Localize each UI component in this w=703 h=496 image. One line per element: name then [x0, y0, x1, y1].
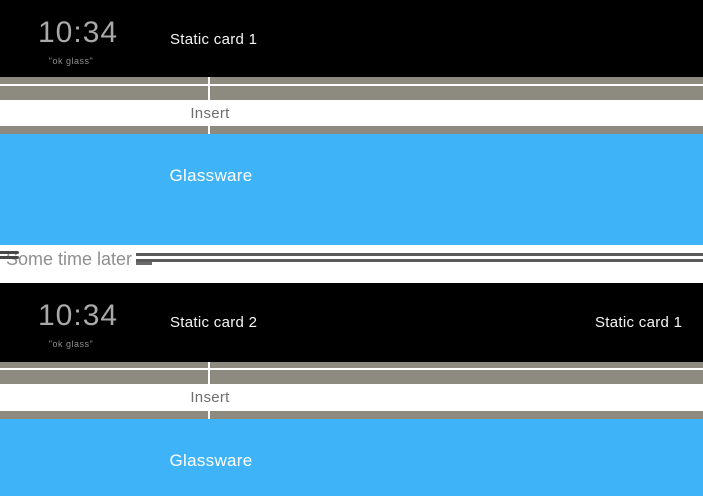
insert-row-1: Insert [0, 100, 703, 126]
insert-label: Insert [190, 105, 230, 122]
static-card-1-label: Static card 1 [170, 31, 258, 48]
time-divider-label: Some time later [6, 249, 133, 269]
timeline-track [0, 126, 703, 134]
glassware-section-1: Glassware [0, 134, 703, 245]
glassware-section-2: Glassware [0, 419, 703, 496]
timeline-track [0, 370, 703, 384]
timeline-track [0, 411, 703, 419]
timeline-strip-1: 10:34 "ok glass" Static card 1 [0, 0, 703, 77]
timeline-state-2: 10:34 "ok glass" Static card 2 Static ca… [0, 283, 703, 496]
static-card-2-label: Static card 2 [170, 314, 258, 331]
timeline-state-1: 10:34 "ok glass" Static card 1 Insert Gl… [0, 0, 703, 245]
ok-glass-hotword: "ok glass" [48, 56, 94, 66]
divider-left-lines [0, 251, 19, 261]
divider-line [0, 368, 703, 370]
static-card-1-label: Static card 1 [595, 314, 683, 331]
divider-line [0, 84, 703, 86]
insert-label: Insert [190, 389, 230, 406]
glassware-label: Glassware [169, 166, 253, 185]
divider-dash [136, 262, 152, 265]
clock-time: 10:34 [38, 299, 119, 332]
timeline-track-edge [0, 77, 703, 84]
divider-right-lines [136, 253, 703, 265]
time-divider: Some time later [0, 245, 703, 283]
timeline-track-edge [0, 362, 703, 368]
clock-card: 10:34 "ok glass" [38, 16, 119, 67]
timeline-track [0, 86, 703, 100]
insert-row-2: Insert [0, 384, 703, 411]
ok-glass-hotword: "ok glass" [48, 339, 94, 349]
timeline-strip-2: 10:34 "ok glass" Static card 2 Static ca… [0, 283, 703, 362]
clock-time: 10:34 [38, 16, 119, 49]
clock-card: 10:34 "ok glass" [38, 299, 119, 350]
glassware-label: Glassware [169, 451, 253, 470]
